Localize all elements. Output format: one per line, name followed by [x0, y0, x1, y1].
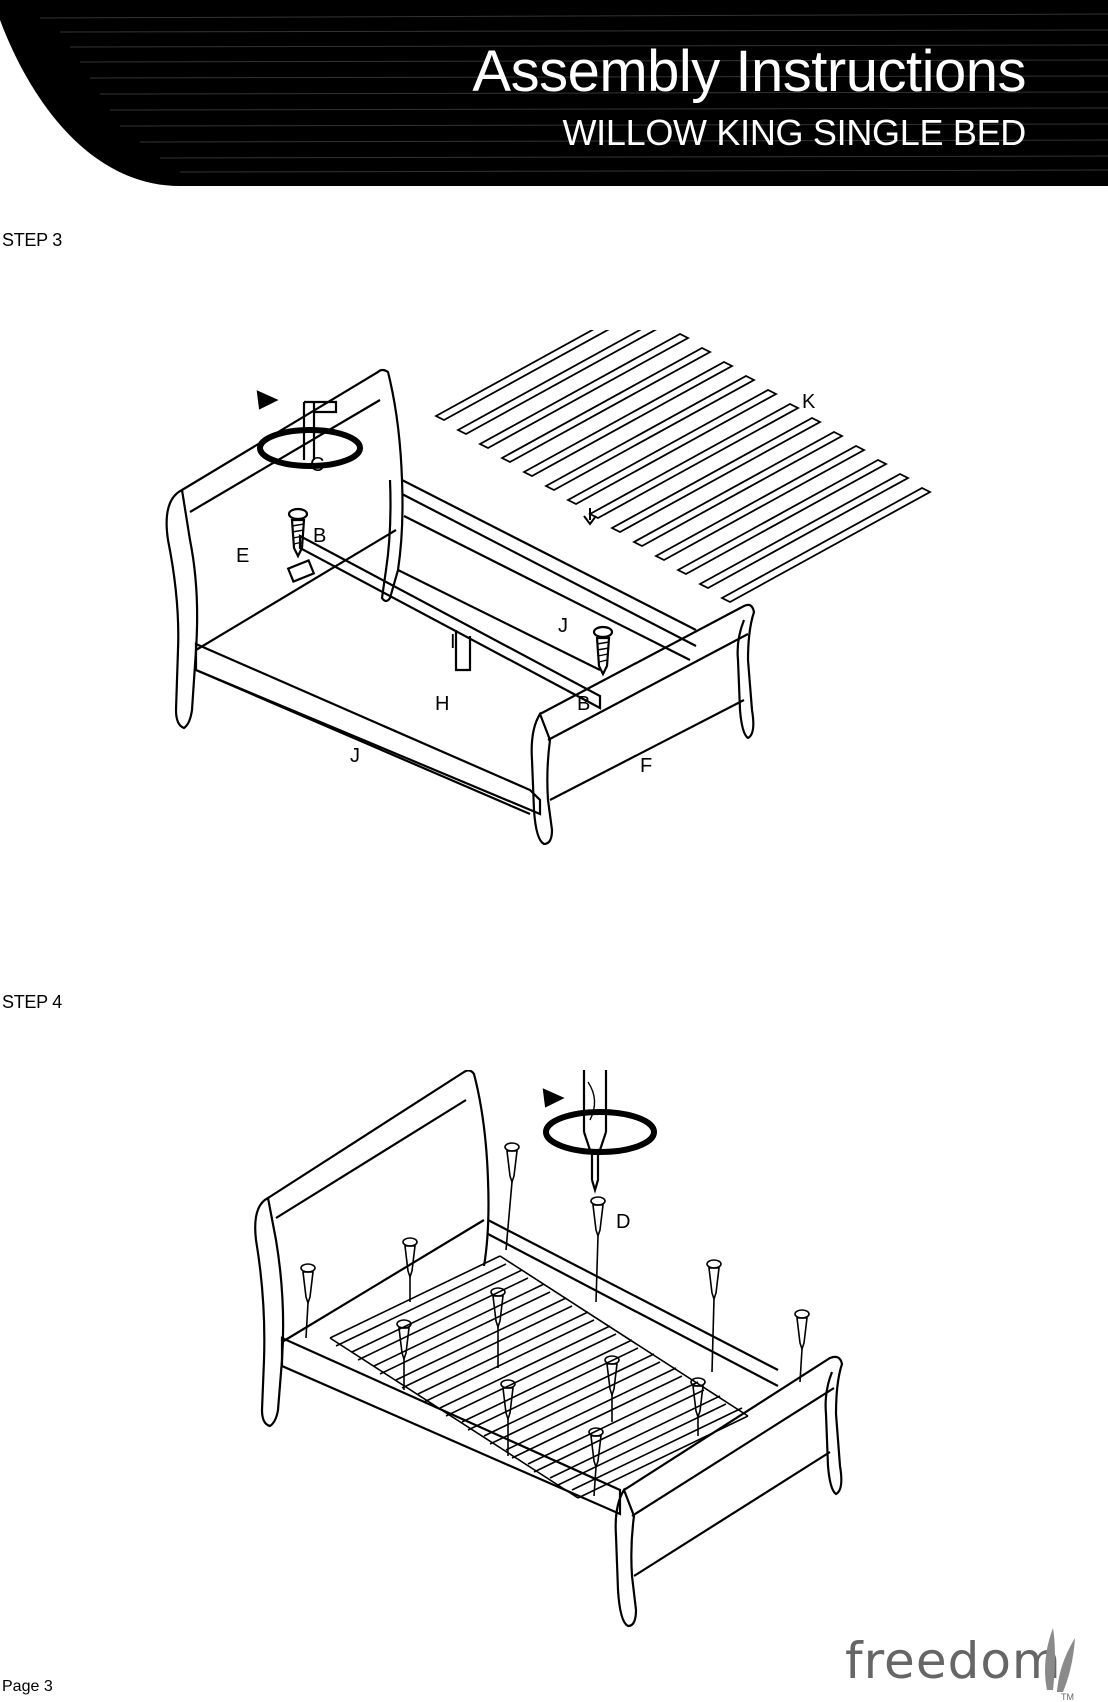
screwdriver — [582, 1070, 608, 1194]
headboard-e — [165, 368, 404, 730]
screw-d-3 — [300, 1263, 316, 1339]
footboard — [614, 1355, 844, 1628]
label-i: I — [450, 631, 456, 653]
label-k: K — [802, 391, 816, 413]
step-4-diagram: D — [254, 1070, 844, 1628]
headboard — [254, 1070, 490, 1428]
label-b-bottom: B — [577, 693, 590, 715]
label-f: F — [640, 755, 652, 777]
freedom-logo: freedom TM — [843, 1620, 1083, 1702]
leaf-icon: TM — [1045, 1628, 1075, 1702]
footboard-f — [530, 603, 756, 846]
trademark: TM — [1061, 1692, 1074, 1702]
label-j-front: J — [350, 745, 360, 767]
screw-b-top — [287, 507, 309, 559]
screw-b-bottom — [592, 625, 614, 677]
page-title: Assembly Instructions — [472, 39, 1026, 104]
slats-k — [434, 330, 932, 604]
screw-d-2 — [402, 1237, 418, 1302]
step-3-label: STEP 3 — [2, 230, 62, 250]
header-background — [0, 0, 1108, 186]
screw-d-9 — [500, 1379, 516, 1456]
label-b-top: B — [313, 525, 326, 547]
label-c: C — [310, 454, 324, 476]
rail-bracket — [286, 558, 316, 584]
screw-d-6 — [794, 1309, 810, 1383]
down-arrow-icon — [583, 508, 597, 526]
slats-installed — [329, 1255, 749, 1499]
step-4-label: STEP 4 — [2, 992, 62, 1012]
rotation-arrow-icon — [256, 390, 363, 469]
page-number: Page 3 — [2, 1678, 53, 1695]
centre-rail-i — [298, 534, 602, 710]
header-banner: Assembly Instructions WILLOW KING SINGLE… — [0, 0, 1108, 190]
label-e: E — [236, 545, 249, 567]
side-rail-front-j — [194, 642, 542, 816]
screw-d-10 — [604, 1355, 620, 1422]
screw-d-12 — [588, 1427, 604, 1497]
screw-d-4 — [590, 1196, 606, 1303]
screw-d-8 — [396, 1319, 412, 1390]
label-h: H — [435, 693, 449, 715]
step-3-diagram: C B E K J I H B J F — [165, 330, 932, 846]
screw-d-11 — [690, 1377, 706, 1436]
screw-d-1 — [504, 1142, 520, 1251]
screw-d-7 — [490, 1287, 506, 1368]
screws-d — [300, 1142, 810, 1497]
brand-wordmark: freedom — [845, 1632, 1062, 1690]
label-j-back: J — [558, 615, 568, 637]
label-d: D — [616, 1211, 630, 1233]
screw-d-5 — [706, 1259, 722, 1373]
side-rail-back — [487, 1219, 779, 1387]
rotation-arrow-icon — [542, 1088, 657, 1155]
product-name: WILLOW KING SINGLE BED — [562, 112, 1027, 153]
centre-leg-h — [454, 630, 472, 672]
side-rail-back-j — [397, 479, 697, 671]
